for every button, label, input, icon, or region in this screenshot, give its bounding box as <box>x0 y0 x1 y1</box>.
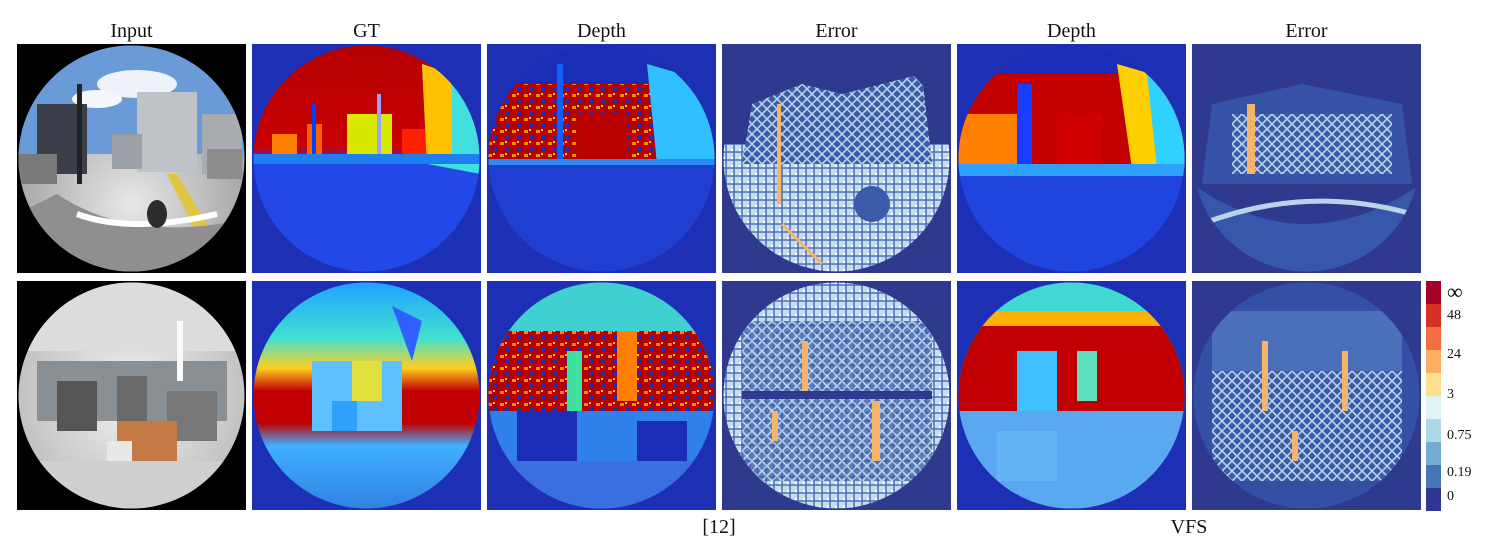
column-title-input: Input <box>110 20 153 42</box>
colorbar-tick-3: 3 <box>1447 387 1454 402</box>
column-title-error-vfs: Error <box>1285 20 1328 42</box>
colorbar-band <box>1426 419 1441 443</box>
colorbar-band <box>1426 350 1441 374</box>
method-label-vfs: VFS <box>1170 516 1208 538</box>
colorbar-tick-48: 48 <box>1447 308 1461 323</box>
error-colorbar-svg <box>1426 281 1441 512</box>
colorbar-band <box>1426 281 1441 305</box>
image-gt-indoor <box>252 281 481 510</box>
image-error-vfs-indoor <box>1192 281 1421 510</box>
error-colorbar <box>1426 281 1441 512</box>
colorbar-tick-0-75: 0.75 <box>1447 428 1472 443</box>
colorbar-band <box>1426 327 1441 351</box>
colorbar-tick-0-19: 0.19 <box>1447 465 1472 480</box>
column-title-depth-vfs: Depth <box>1047 20 1096 42</box>
column-title-depth-12: Depth <box>577 20 626 42</box>
colorbar-tick-0: 0 <box>1447 489 1454 504</box>
method-label-12: [12] <box>702 516 736 538</box>
colorbar-band <box>1426 442 1441 466</box>
column-title-error-12: Error <box>815 20 858 42</box>
column-title-gt: GT <box>353 20 380 42</box>
image-input-indoor <box>17 281 246 510</box>
image-gt-outdoor <box>252 44 481 273</box>
image-error-12-indoor <box>722 281 951 510</box>
image-depth-vfs-outdoor <box>957 44 1186 273</box>
colorbar-band <box>1426 304 1441 328</box>
colorbar-band <box>1426 488 1441 512</box>
image-depth-vfs-indoor <box>957 281 1186 510</box>
image-error-vfs-outdoor <box>1192 44 1421 273</box>
image-error-12-outdoor <box>722 44 951 273</box>
image-depth-12-indoor <box>487 281 716 510</box>
colorbar-band <box>1426 373 1441 397</box>
image-input-outdoor <box>17 44 246 273</box>
colorbar-band <box>1426 396 1441 420</box>
colorbar-tick-24: 24 <box>1447 347 1461 362</box>
colorbar-tick-inf: ∞ <box>1447 279 1463 304</box>
image-depth-12-outdoor <box>487 44 716 273</box>
colorbar-band <box>1426 465 1441 489</box>
